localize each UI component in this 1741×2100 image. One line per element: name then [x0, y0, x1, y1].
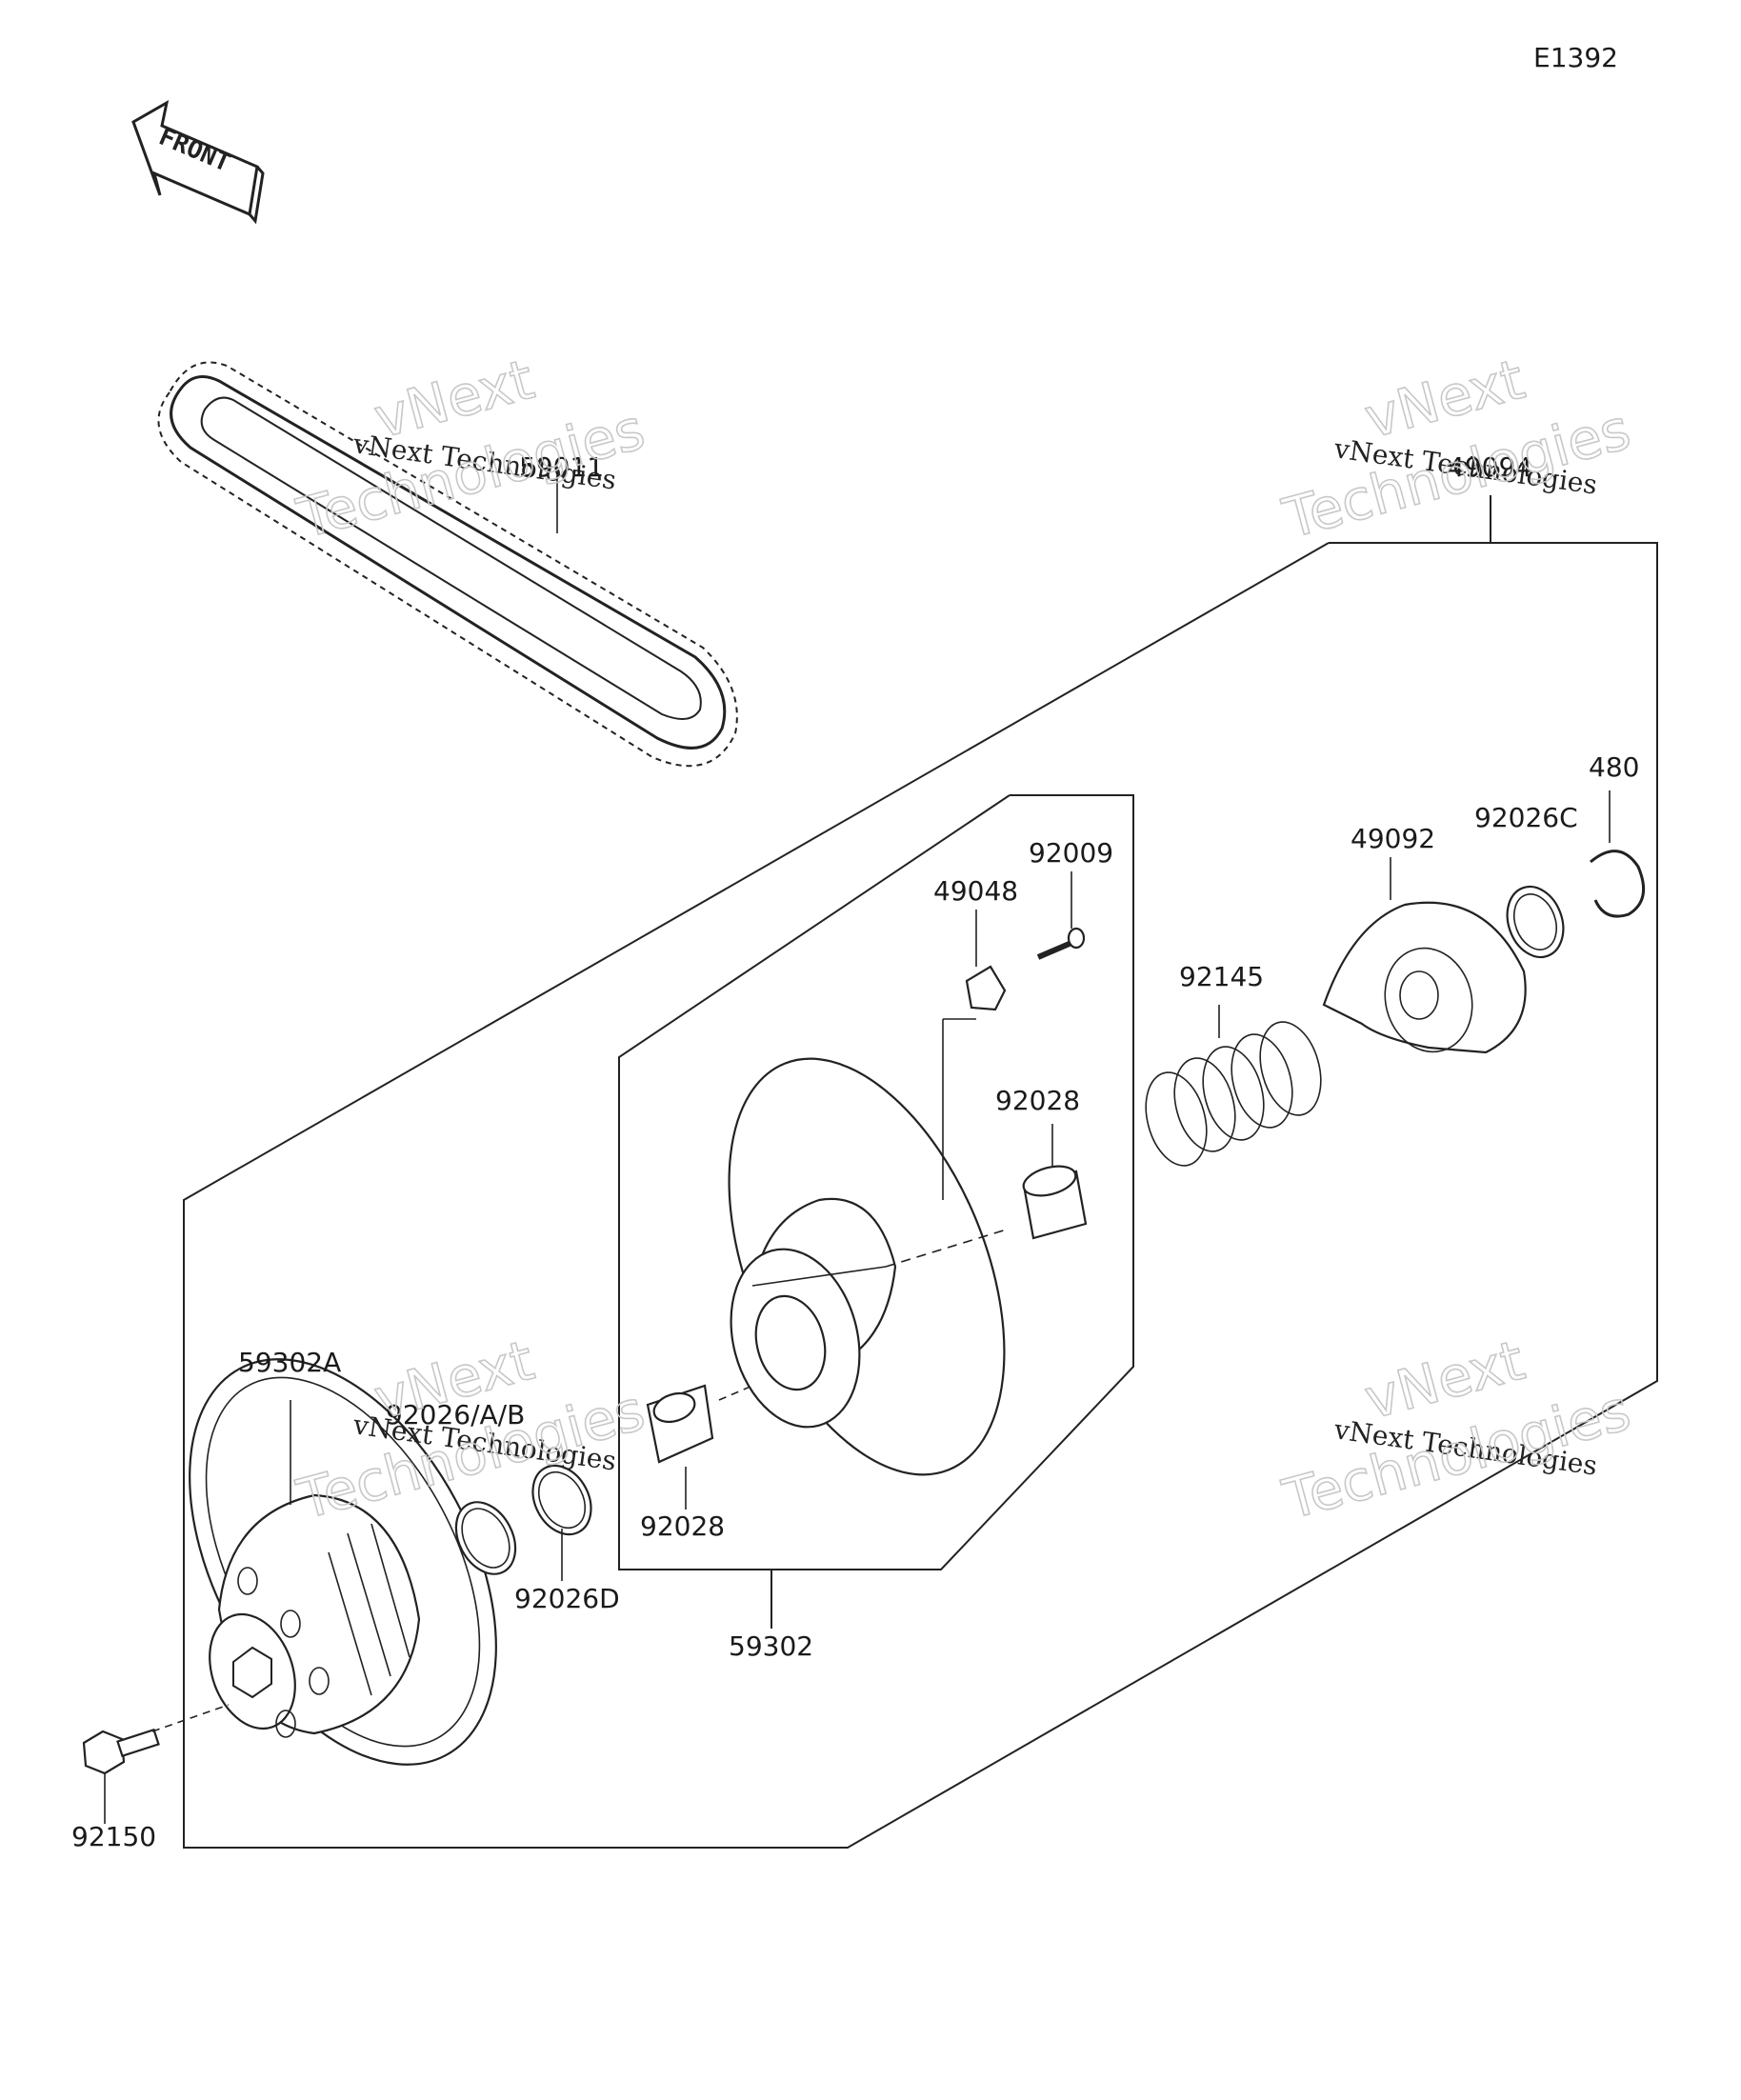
label-circlip: 480 — [1589, 751, 1639, 783]
label-belt: 59011 — [519, 451, 604, 483]
label-spring: 92145 — [1179, 961, 1264, 992]
washer-d — [531, 1464, 592, 1581]
cam — [1322, 857, 1527, 1054]
label-assembly: 49094 — [1448, 451, 1532, 483]
label-bolt: 92150 — [71, 1821, 156, 1852]
slider — [965, 910, 1007, 1011]
label-bush-front: 92028 — [640, 1510, 725, 1542]
inner-sheave — [728, 1018, 1011, 1476]
washer-c — [1506, 885, 1565, 959]
label-bush-rear: 92028 — [995, 1085, 1080, 1116]
outer-sheave — [189, 1358, 497, 1766]
label-sheave-outer: 59302A — [238, 1347, 341, 1378]
label-slider: 49048 — [933, 875, 1018, 907]
washer-ab — [454, 1501, 517, 1575]
label-sheave-inner: 59302 — [729, 1630, 813, 1662]
front-arrow-icon: FRONT — [131, 100, 265, 225]
label-washer-d: 92026D — [514, 1583, 620, 1614]
bush-front — [646, 1384, 753, 1510]
spring — [1145, 1005, 1322, 1167]
circlip — [1590, 790, 1646, 918]
drive-belt — [157, 361, 738, 768]
label-screw: 92009 — [1029, 837, 1113, 869]
watermark-2: vNext Technologies vNext Technologies — [1275, 346, 1637, 551]
inner-sheave-box — [618, 794, 1134, 1629]
assembly-outline — [183, 495, 1658, 1849]
bolt — [82, 1704, 230, 1824]
bush-rear — [1022, 1124, 1088, 1240]
label-cam: 49092 — [1351, 823, 1435, 854]
label-washer-c: 92026C — [1474, 802, 1578, 833]
screw — [1036, 871, 1086, 960]
diagram-code: E1392 — [1533, 42, 1618, 73]
watermark-1: vNext Technologies vNext Technologies — [290, 346, 651, 551]
watermark-4: vNext Technologies vNext Technologies — [1275, 1327, 1637, 1532]
label-collar-washer: 92026/A/B — [386, 1399, 525, 1430]
